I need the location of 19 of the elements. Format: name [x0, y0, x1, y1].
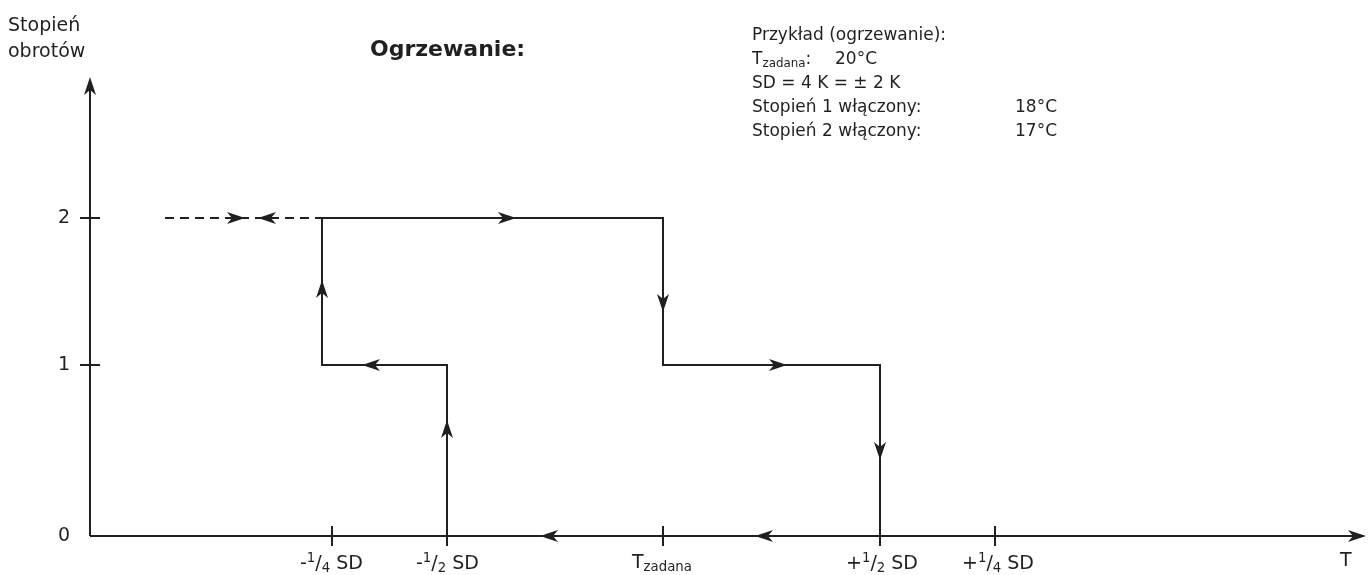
axis-title: Stopień obrotów [8, 12, 87, 63]
axis-title: T [1340, 548, 1352, 571]
axis-tick-label: T$_{zadana}$ [632, 550, 692, 575]
axis-tick-label: +$^{1}$/$_{4}$ SD [962, 550, 1034, 575]
example-value: 17°C [1015, 120, 1057, 141]
example-text: Stopień 1 włączony: [752, 96, 922, 117]
axis-tick-label: 0 [58, 523, 71, 546]
example-text: SD = 4 K = ± 2 K [752, 72, 901, 93]
axis-tick-label: 2 [58, 205, 71, 228]
axis-tick-label: +$^{1}$/$_{2}$ SD [846, 550, 918, 575]
example-text: T$_{zadana}$: [752, 48, 812, 71]
heading: Ogrzewanie: [370, 36, 526, 63]
example-value: 20°C [835, 48, 877, 69]
axis-tick-label: -$^{1}$/$_{2}$ SD [416, 550, 479, 575]
example-value: 18°C [1015, 96, 1057, 117]
example-heading: Przykład (ogrzewanie): [752, 24, 947, 45]
example-text: Stopień 2 włączony: [752, 120, 922, 141]
axis-tick-label: -$^{1}$/$_{4}$ SD [300, 550, 363, 575]
axis-tick-label: 1 [58, 352, 71, 375]
